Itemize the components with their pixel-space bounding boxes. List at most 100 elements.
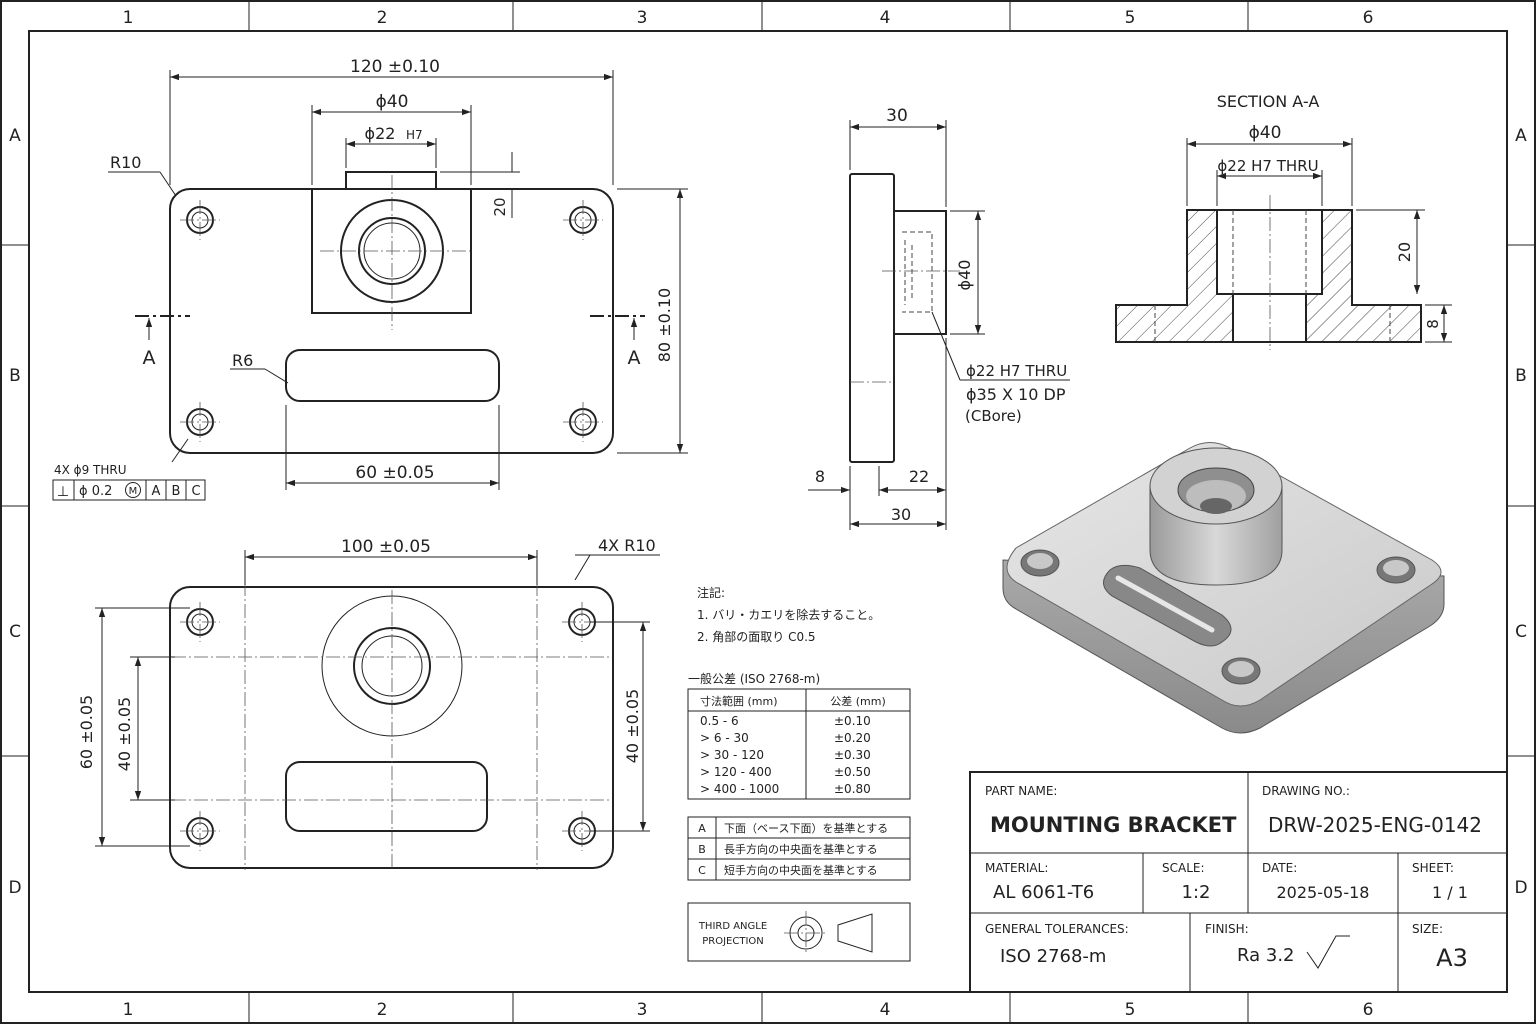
- zone-col-5-bottom: 5: [1125, 1000, 1136, 1020]
- tolerance-range: > 30 - 120: [700, 748, 764, 762]
- tolerance-value: ±0.80: [834, 782, 871, 796]
- dim-width-120: 120 ±0.10: [350, 57, 440, 77]
- section-title: SECTION A-A: [1217, 92, 1320, 111]
- side-view: 30 ϕ40 ϕ22 H7 THRU ϕ35 X 10 DP (CBore) 8…: [808, 106, 1070, 530]
- dim-side-30-bottom: 30: [891, 505, 911, 524]
- dim-slot-60: 60 ±0.05: [355, 463, 434, 483]
- zone-row-b-left: B: [9, 366, 21, 386]
- note-counterbore-abbrev: (CBore): [965, 407, 1022, 425]
- dim-side-30-top: 30: [886, 106, 908, 126]
- zone-col-3-bottom: 3: [637, 1000, 648, 1020]
- drawing-no-label: DRAWING NO.:: [1262, 784, 1350, 798]
- datum-description: 長手方向の中央面を基準とする: [724, 842, 878, 856]
- sheet-label: SHEET:: [1412, 861, 1454, 875]
- corner-radius-note: 4X R10: [598, 536, 656, 555]
- zone-row-a-left: A: [9, 126, 21, 146]
- zone-col-1-bottom: 1: [123, 1000, 134, 1020]
- datum-letter: A: [698, 822, 706, 835]
- dim-height-80: 80 ±0.10: [655, 288, 674, 362]
- fcf-datum-c: C: [191, 484, 200, 499]
- holes-note: 4X ϕ9 THRU: [54, 463, 127, 477]
- zone-row-b-right: B: [1515, 366, 1527, 386]
- dim-40-right: 40 ±0.05: [623, 689, 642, 763]
- dim-hole-span-100: 100 ±0.05: [341, 537, 431, 557]
- tolerance-range: > 6 - 30: [700, 731, 749, 745]
- mounting-holes-bottom: [186, 608, 596, 845]
- general-tolerances-value: ISO 2768-m: [1000, 946, 1106, 967]
- section-marker-left: A: [143, 347, 156, 369]
- top-view: 120 ±0.10 ϕ40 ϕ22 H7 20 80 ±0.10 R10 R6 …: [52, 57, 688, 501]
- general-tolerances-label: GENERAL TOLERANCES:: [985, 922, 1129, 936]
- size-value: A3: [1436, 944, 1468, 972]
- feature-control-frame: ⊥ ϕ 0.2 M A B C: [52, 479, 206, 501]
- note-item-2: 2. 角部の面取り C0.5: [697, 629, 816, 644]
- slot-radius-label: R6: [232, 351, 253, 370]
- note-thru-hole: ϕ22 H7 THRU: [966, 362, 1067, 380]
- zone-row-c-left: C: [9, 622, 21, 642]
- datum-letter: C: [698, 864, 706, 877]
- zone-col-5-top: 5: [1125, 8, 1136, 28]
- fcf-datum-a: A: [152, 484, 161, 499]
- isometric-view: [1002, 442, 1445, 734]
- zone-col-3-top: 3: [637, 8, 648, 28]
- zone-col-2-top: 2: [377, 8, 388, 28]
- dim-side-boss-od: ϕ40: [955, 260, 974, 291]
- section-dim-od: ϕ40: [1249, 123, 1282, 143]
- fcf-datum-b: B: [172, 484, 181, 499]
- tolerance-table-title: 一般公差 (ISO 2768-m): [688, 671, 820, 686]
- zone-row-c-right: C: [1515, 622, 1527, 642]
- note-item-1: 1. バリ・カエリを除去すること。: [697, 607, 880, 622]
- finish-label: FINISH:: [1205, 922, 1249, 936]
- material-label: MATERIAL:: [985, 861, 1048, 875]
- title-block: PART NAME: MOUNTING BRACKET DRAWING NO.:…: [969, 771, 1508, 993]
- zone-col-4-top: 4: [880, 8, 891, 28]
- sheet-value: 1 / 1: [1432, 883, 1468, 902]
- section-dim-8: 8: [1424, 319, 1442, 329]
- fcf-mmc-modifier: M: [129, 486, 138, 497]
- fcf-tolerance: ϕ 0.2: [79, 484, 112, 499]
- projection-block: THIRD ANGLE PROJECTION: [687, 902, 911, 962]
- surface-finish-icon: [1306, 935, 1350, 969]
- scale-value: 1:2: [1182, 882, 1211, 903]
- tolerance-value: ±0.10: [834, 714, 871, 728]
- section-marker-right: A: [628, 347, 641, 369]
- size-label: SIZE:: [1412, 922, 1443, 936]
- datum-table: A 下面（ベース下面）を基準とする B 長手方向の中央面を基準とする C 短手方…: [687, 816, 911, 881]
- third-angle-projection-icon: [784, 911, 873, 955]
- datum-description: 短手方向の中央面を基準とする: [724, 863, 878, 877]
- finish-value: Ra 3.2: [1237, 945, 1295, 966]
- date-value: 2025-05-18: [1277, 883, 1370, 902]
- section-a-a: SECTION A-A ϕ40 ϕ22 H7 THRU 20 8: [1115, 92, 1452, 350]
- zone-row-a-right: A: [1515, 126, 1527, 146]
- tolerance-header-range: 寸法範囲 (mm): [700, 694, 778, 708]
- notes-heading: 注記:: [697, 585, 725, 600]
- datum-description: 下面（ベース下面）を基準とする: [724, 821, 888, 835]
- tolerance-header-value: 公差 (mm): [830, 694, 886, 708]
- bottom-view: 100 ±0.05 4X R10 60 ±0.05 40 ±0.05 40 ±0…: [77, 536, 660, 870]
- zone-row-d-left: D: [8, 878, 21, 898]
- general-tolerance-table: 一般公差 (ISO 2768-m) 寸法範囲 (mm) 公差 (mm) 0.5 …: [687, 671, 911, 800]
- tolerance-range: > 120 - 400: [700, 765, 772, 779]
- section-dim-bore: ϕ22 H7 THRU: [1217, 157, 1318, 175]
- material-value: AL 6061-T6: [993, 882, 1094, 903]
- zone-col-2-bottom: 2: [377, 1000, 388, 1020]
- zone-col-4-bottom: 4: [880, 1000, 891, 1020]
- dim-bore: ϕ22: [365, 124, 396, 143]
- projection-line-2: PROJECTION: [702, 936, 764, 947]
- dim-boss-od: ϕ40: [376, 92, 409, 112]
- corner-radius-label: R10: [110, 153, 141, 172]
- datum-letter: B: [698, 843, 706, 856]
- dim-60: 60 ±0.05: [77, 695, 96, 769]
- general-notes: 注記: 1. バリ・カエリを除去すること。 2. 角部の面取り C0.5: [697, 585, 880, 644]
- dim-bore-fit: H7: [406, 128, 423, 142]
- tolerance-range: 0.5 - 6: [700, 714, 739, 728]
- section-dim-20: 20: [1395, 242, 1414, 262]
- zone-row-d-right: D: [1514, 878, 1527, 898]
- dim-step-20: 20: [491, 197, 509, 216]
- dim-side-22: 22: [909, 467, 929, 486]
- note-counterbore: ϕ35 X 10 DP: [966, 385, 1066, 404]
- projection-line-1: THIRD ANGLE: [698, 921, 767, 932]
- scale-label: SCALE:: [1162, 861, 1205, 875]
